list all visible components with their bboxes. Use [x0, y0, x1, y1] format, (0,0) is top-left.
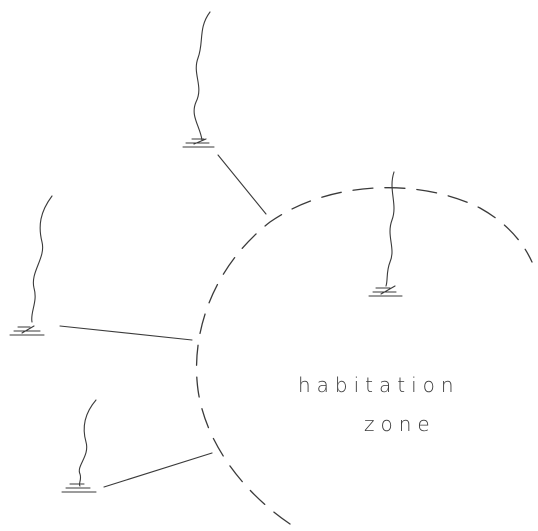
north-settlement-icon — [183, 139, 214, 147]
interior-trail — [386, 172, 394, 286]
west-settlement-icon — [10, 326, 44, 335]
interior-settlement-icon — [369, 286, 402, 296]
habitation-zone-boundary — [197, 188, 532, 524]
west-connector — [60, 326, 192, 340]
zone-label-line1: habitation — [298, 373, 460, 397]
west-settlement — [10, 196, 192, 340]
southwest-settlement — [62, 400, 212, 492]
north-settlement — [183, 12, 266, 214]
southwest-connector — [104, 453, 212, 487]
zone-label-line2: zone — [364, 412, 436, 436]
west-trail — [32, 196, 52, 322]
southwest-settlement-icon — [62, 484, 96, 492]
north-connector — [218, 155, 266, 214]
interior-settlement — [369, 172, 402, 296]
southwest-trail — [79, 400, 96, 486]
north-trail — [194, 12, 210, 140]
